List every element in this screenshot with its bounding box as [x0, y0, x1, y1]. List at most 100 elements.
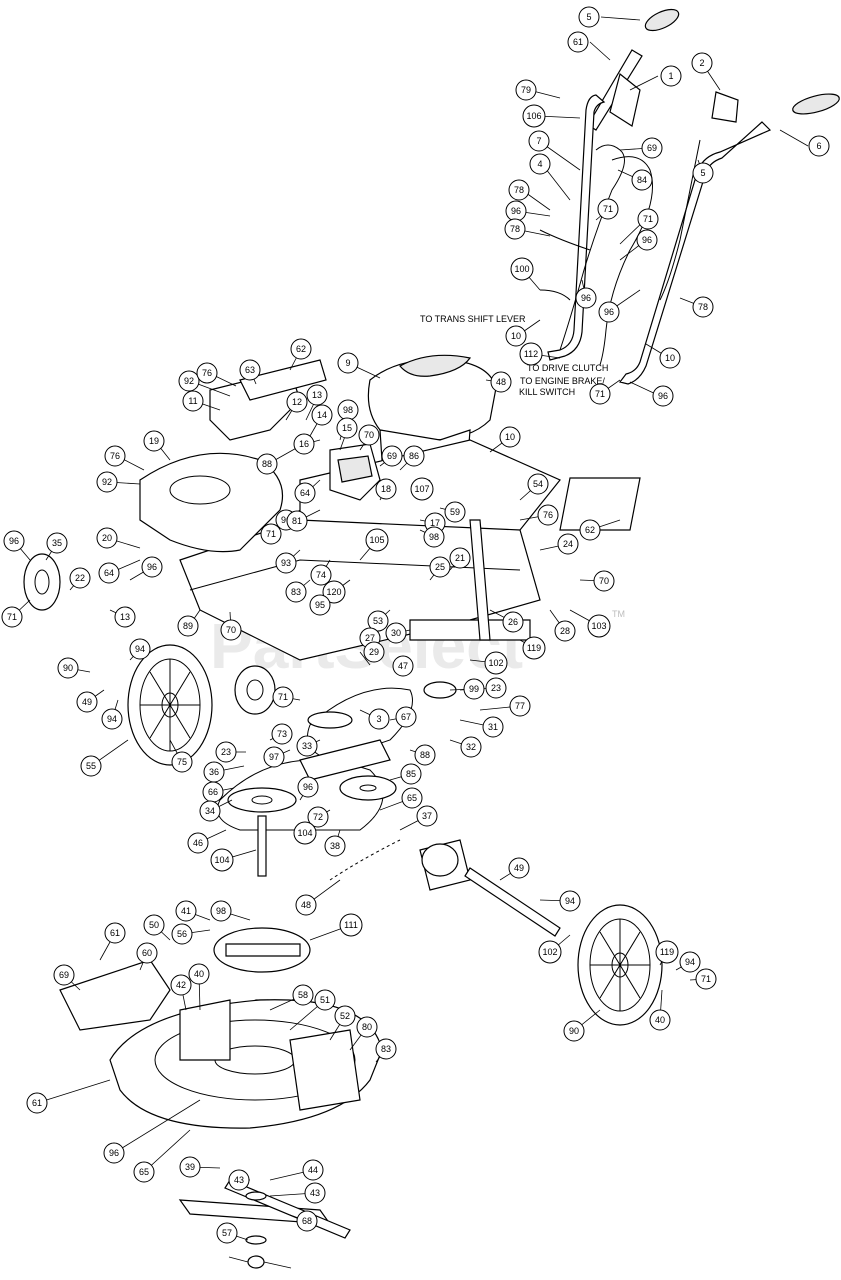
callout-69: 69	[381, 445, 403, 467]
callout-balloon	[177, 615, 199, 637]
callout-33: 33	[296, 735, 318, 757]
callout-number: 61	[110, 928, 120, 938]
callout-balloon	[575, 287, 597, 309]
callout-number: 90	[63, 663, 73, 673]
callout-number: 112	[524, 349, 538, 359]
callout-61: 61	[567, 31, 589, 53]
callout-67: 67	[395, 706, 417, 728]
callout-number: 30	[391, 628, 401, 638]
callout-balloon	[381, 445, 403, 467]
callout-83: 83	[285, 581, 307, 603]
callout-number: 86	[409, 451, 419, 461]
callout-number: 96	[281, 515, 291, 525]
callout-102: 102	[484, 651, 508, 675]
callout-number: 43	[234, 1175, 244, 1185]
callout-number: 96	[658, 391, 668, 401]
callout-balloon	[76, 691, 98, 713]
callout-number: 55	[86, 761, 96, 771]
callout-balloon	[403, 445, 425, 467]
callout-balloon	[559, 890, 581, 912]
callout-balloon	[375, 478, 397, 500]
callout-9: 9	[337, 352, 359, 374]
callout-88: 88	[414, 744, 436, 766]
callout-111: 111	[339, 913, 363, 937]
callout-number: 104	[214, 855, 229, 865]
callout-49: 49	[508, 857, 530, 879]
callout-number: 58	[298, 990, 308, 1000]
callout-100: 100	[510, 257, 534, 281]
callout-54: 54	[527, 473, 549, 495]
callout-number: 71	[603, 204, 613, 214]
callout-number: 64	[104, 568, 114, 578]
callout-number: 57	[222, 1228, 232, 1238]
callout-balloon	[529, 153, 551, 175]
callout-balloon	[322, 580, 346, 604]
callout-balloon	[508, 857, 530, 879]
callout-number: 39	[185, 1162, 195, 1172]
callout-balloon	[692, 296, 714, 318]
callout-5: 5	[578, 6, 600, 28]
belts-pulleys	[217, 681, 457, 877]
watermark-tm: TM	[612, 609, 625, 619]
callout-balloon	[295, 894, 317, 916]
callout-number: 93	[281, 558, 291, 568]
callout-number: 111	[344, 920, 358, 930]
callout-number: 47	[398, 661, 408, 671]
callout-75: 75	[171, 751, 193, 773]
callout-62: 62	[579, 519, 601, 541]
callout-balloon	[504, 218, 526, 240]
callout-57: 57	[216, 1222, 238, 1244]
callout-number: 35	[52, 538, 62, 548]
callout-number: 43	[310, 1188, 320, 1198]
callout-number: 81	[292, 516, 302, 526]
callout-number: 27	[365, 633, 375, 643]
callout-balloon	[554, 620, 576, 642]
callout-balloon	[444, 501, 466, 523]
callout-119: 119	[522, 636, 546, 660]
callout-number: 98	[216, 906, 226, 916]
callout-number: 6	[816, 141, 821, 151]
callout-83: 83	[375, 1038, 397, 1060]
callout-balloon	[53, 964, 75, 986]
callout-23: 23	[485, 677, 507, 699]
callout-number: 80	[362, 1022, 372, 1032]
callout-72: 72	[307, 806, 329, 828]
callout-number: 96	[642, 235, 652, 245]
callout-balloon	[188, 963, 210, 985]
callout-number: 7	[536, 136, 541, 146]
callout-98: 98	[423, 526, 445, 548]
callout-63: 63	[239, 359, 261, 381]
callout-105: 105	[365, 528, 389, 552]
callout-79: 79	[515, 79, 537, 101]
callout-balloon	[143, 914, 165, 936]
callout-number: 36	[209, 767, 219, 777]
callout-number: 96	[147, 562, 157, 572]
callout-61: 61	[104, 922, 126, 944]
callout-number: 14	[317, 410, 327, 420]
callout-55: 55	[80, 755, 102, 777]
callout-96: 96	[505, 200, 527, 222]
callout-balloon	[304, 1182, 326, 1204]
callout-number: 100	[514, 264, 529, 274]
callout-number: 31	[488, 722, 498, 732]
callout-balloon	[485, 677, 507, 699]
callout-2: 2	[691, 52, 713, 74]
callout-number: 83	[291, 587, 301, 597]
callout-56: 56	[171, 923, 193, 945]
callout-36: 36	[203, 761, 225, 783]
callout-70: 70	[220, 619, 242, 641]
callout-71: 71	[695, 968, 717, 990]
callout-balloon	[499, 426, 521, 448]
callout-balloon	[96, 471, 118, 493]
tag-plate	[559, 477, 641, 531]
callout-90: 90	[563, 1020, 585, 1042]
callout-15: 15	[336, 417, 358, 439]
callout-number: 40	[194, 969, 204, 979]
callout-19: 19	[143, 430, 165, 452]
callout-balloon	[659, 347, 681, 369]
callout-number: 104	[297, 828, 312, 838]
callout-balloon	[228, 1169, 250, 1191]
callout-balloon	[502, 611, 524, 633]
callout-balloon	[522, 636, 546, 660]
callout-balloon	[449, 547, 471, 569]
